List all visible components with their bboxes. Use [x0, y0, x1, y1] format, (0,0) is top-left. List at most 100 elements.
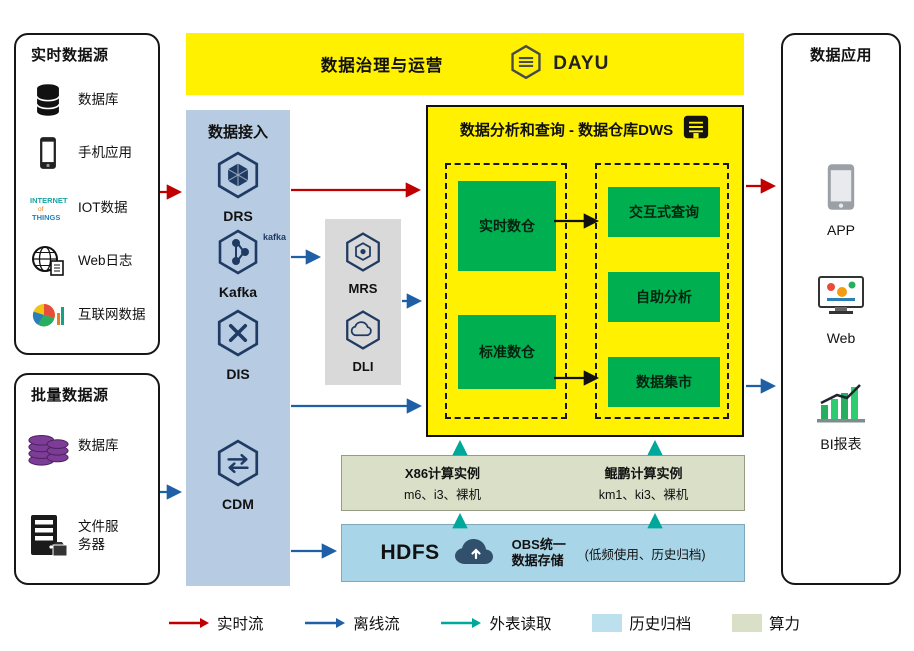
kunpeng-detail: km1、ki3、裸机: [598, 488, 689, 502]
service-drs: DRS: [186, 150, 290, 224]
kafka-icon: kafka: [214, 228, 286, 281]
offline-flow-arrow-icon: [305, 618, 346, 628]
cdm-icon: [213, 438, 263, 493]
dws-title-text: 数据分析和查询 - 数据仓库DWS: [459, 121, 674, 139]
applications-panel: 数据应用 APP Web BI报表: [781, 33, 901, 585]
legend-item-archive: 历史归档: [592, 612, 691, 634]
purple-database-icon: [26, 423, 70, 469]
x86-title: X86计算实例: [404, 466, 481, 481]
kafka-logo-text: kafka: [262, 232, 286, 242]
service-label: DRS: [223, 208, 253, 224]
legend-label: 算力: [768, 616, 800, 633]
app-item-bi: BI报表: [783, 381, 899, 454]
source-item-label: 数据库: [78, 438, 119, 454]
data-mart-box: 数据集市: [608, 357, 720, 407]
self-service-analysis-box: 自助分析: [608, 272, 720, 322]
source-item-internet: 互联网数据: [26, 292, 152, 338]
source-item-batch-database: 数据库: [26, 420, 152, 472]
obs-note: (低频使用、历史归档): [584, 547, 706, 562]
legend-item-realtime-flow: 实时流: [168, 612, 264, 634]
source-item-label: 手机应用: [78, 145, 132, 161]
source-item-label: Web日志: [78, 253, 133, 269]
service-label: CDM: [222, 496, 254, 512]
source-item-label: IOT数据: [78, 200, 128, 216]
realtime-flow-arrow-icon: [169, 618, 209, 628]
obs-title: OBS统一数据存储: [511, 537, 566, 568]
app-item-label: Web: [826, 330, 856, 346]
interactive-query-box: 交互式查询: [608, 187, 720, 237]
legend-item-external-read: 外表读取: [440, 612, 551, 634]
service-label: MRS: [348, 281, 378, 296]
applications-title: 数据应用: [809, 47, 872, 64]
service-cdm: CDM: [186, 438, 290, 512]
compute-bar: X86计算实例 m6、i3、裸机 鲲鹏计算实例 km1、ki3、裸机: [341, 455, 745, 511]
dli-icon: [342, 309, 384, 356]
legend-item-offline-flow: 离线流: [304, 612, 400, 634]
source-item-label: 互联网数据: [78, 307, 146, 323]
source-item-weblog: Web日志: [26, 238, 152, 284]
storage-bar: HDFS OBS统一数据存储 (低频使用、历史归档): [341, 524, 745, 582]
service-label: Kafka: [218, 284, 258, 300]
source-item-label: 文件服务器: [78, 519, 119, 552]
legend-label: 实时流: [217, 616, 264, 633]
dis-icon: [213, 308, 263, 363]
internet-data-icon: [26, 299, 70, 331]
legend-label: 历史归档: [629, 616, 692, 633]
service-dis: DIS: [186, 308, 290, 382]
drs-icon: [213, 150, 263, 205]
warehouse-group: 实时数仓 标准数仓: [445, 163, 567, 419]
batch-sources-title: 批量数据源: [31, 387, 109, 404]
phone-icon: [26, 136, 70, 170]
realtime-sources-title: 实时数据源: [31, 47, 109, 64]
service-label: DIS: [226, 366, 250, 382]
x86-detail: m6、i3、裸机: [403, 488, 482, 502]
source-item-database: 数据库: [26, 77, 152, 123]
web-log-icon: [26, 245, 70, 277]
kunpeng-title: 鲲鹏计算实例: [604, 466, 683, 481]
governance-bar: 数据治理与运营 DAYU: [186, 33, 744, 95]
bi-chart-icon: [815, 381, 867, 428]
realtime-warehouse-box: 实时数仓: [458, 181, 556, 271]
web-monitor-icon: [815, 275, 867, 324]
kunpeng-compute: 鲲鹏计算实例 km1、ki3、裸机: [543, 456, 744, 510]
app-phone-icon: [825, 163, 857, 216]
dayu-brand: DAYU: [507, 43, 609, 86]
external-read-arrow-icon: [441, 618, 482, 628]
x86-compute: X86计算实例 m6、i3、裸机: [342, 456, 543, 510]
compute-color-swatch: [731, 614, 762, 632]
ingestion-panel: 数据接入 DRS kafka Kafka DIS CDM: [186, 110, 290, 586]
warehouse-icon: [682, 114, 710, 144]
processing-panel: MRS DLI: [325, 219, 401, 385]
ingestion-title: 数据接入: [207, 124, 268, 141]
dayu-label: DAYU: [553, 53, 610, 74]
obs-cloud-icon: [453, 536, 499, 571]
batch-sources-panel: 批量数据源 数据库 文件服务器: [14, 373, 160, 585]
legend-label: 外表读取: [489, 616, 552, 633]
service-dli: DLI: [325, 309, 401, 374]
archive-color-swatch: [592, 614, 623, 632]
query-group: 交互式查询 自助分析 数据集市: [595, 163, 729, 419]
source-item-file-server: 文件服务器: [26, 510, 152, 562]
svg-text:INTERNET: INTERNET: [30, 196, 68, 205]
app-item-label: BI报表: [820, 436, 862, 452]
database-icon: [26, 83, 70, 117]
dws-panel: 数据分析和查询 - 数据仓库DWS 实时数仓 标准数仓 交互式查询 自助分析 数…: [426, 105, 744, 437]
app-item-label: APP: [826, 222, 855, 238]
file-server-icon: [26, 513, 70, 559]
hdfs-label: HDFS: [380, 541, 440, 564]
service-label: DLI: [352, 359, 374, 374]
dayu-icon: [507, 43, 545, 86]
mrs-icon: [342, 231, 384, 278]
standard-warehouse-box: 标准数仓: [458, 315, 556, 389]
svg-text:THINGS: THINGS: [32, 213, 60, 222]
governance-title: 数据治理与运营: [320, 57, 444, 75]
service-mrs: MRS: [325, 231, 401, 296]
source-item-label: 数据库: [78, 92, 119, 108]
legend: 实时流 离线流 外表读取 历史归档 算力: [168, 612, 800, 634]
svg-text:of: of: [38, 206, 44, 213]
app-item-web: Web: [783, 275, 899, 346]
legend-label: 离线流: [353, 616, 400, 633]
